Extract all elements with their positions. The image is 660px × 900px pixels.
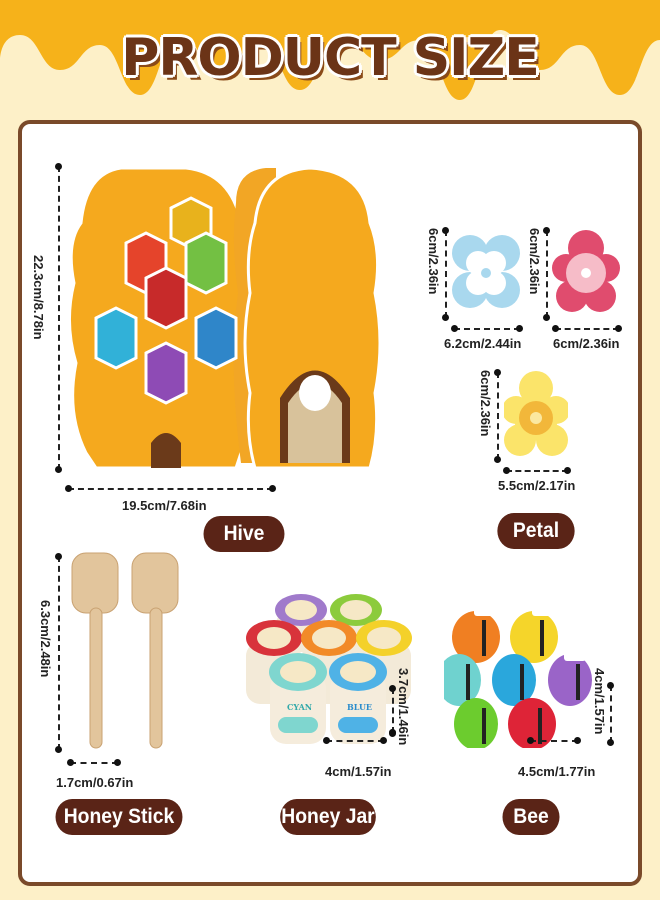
- yellow-petal-height-line: [494, 369, 501, 463]
- yellow-petal-width-text: 5.5cm/2.17in: [498, 478, 576, 493]
- cyan-jar-text: CYAN: [287, 702, 313, 712]
- yellow-petal-height-text: 6cm/2.36in: [478, 370, 493, 437]
- pink-petal-height-text: 6cm/2.36in: [527, 228, 542, 295]
- blue-petal-height-text: 6cm/2.36in: [426, 228, 441, 295]
- blue-petal-width-text: 6.2cm/2.44in: [444, 336, 522, 351]
- hive-width-text: 19.5cm/7.68in: [122, 498, 207, 513]
- honey-jar-label: Honey Jar: [280, 799, 376, 835]
- blue-petal-width-line: [451, 325, 523, 332]
- blue-petal-height-line: [442, 227, 449, 321]
- pink-petal-width-text: 6cm/2.36in: [553, 336, 620, 351]
- bee-height-line: [607, 682, 614, 746]
- honey-jar-image: [246, 594, 412, 744]
- honey-stick-label: Honey Stick: [55, 799, 183, 835]
- honey-stick-image: [71, 552, 179, 749]
- honey-jar-height-line-dashed: [389, 685, 396, 736]
- hive-image: [68, 166, 276, 470]
- bee-height-text: 4cm/1.57in: [592, 668, 607, 735]
- honey-jar-width-text: 4cm/1.57in: [325, 764, 392, 779]
- yellow-petal-width-line: [503, 467, 571, 474]
- bee-width-text: 4.5cm/1.77in: [518, 764, 596, 779]
- honey-stick-width-line: [67, 759, 121, 766]
- page-title: PRODUCT SIZE: [121, 28, 540, 88]
- blue-jar-text: BLUE: [347, 702, 373, 712]
- honey-stick-height-line: [55, 553, 62, 753]
- bee-label: Bee: [502, 799, 560, 835]
- honey-jar-width-line: [323, 737, 387, 744]
- hive-label: Hive: [203, 516, 285, 552]
- bee-image: [444, 602, 592, 748]
- honey-stick-width-text: 1.7cm/0.67in: [56, 775, 134, 790]
- petal-label: Petal: [497, 513, 575, 549]
- bee-width-line: [527, 737, 581, 744]
- blue-petal-image: [452, 235, 520, 308]
- hive-height-text: 22.3cm/8.78in: [31, 255, 46, 340]
- hive-width-line: [65, 485, 276, 492]
- yellow-petal-image: [504, 371, 568, 456]
- pink-petal-height-line: [543, 227, 550, 321]
- hive-height-line: [55, 163, 62, 473]
- honey-jar-height-text: 3.7cm/1.46in: [396, 668, 411, 746]
- pink-petal-width-line: [552, 325, 622, 332]
- honey-drip-banner: [0, 0, 660, 100]
- pink-petal-image: [552, 230, 620, 312]
- honey-stick-height-text: 6.3cm/2.48in: [38, 600, 53, 678]
- hive-back-image: [243, 166, 382, 470]
